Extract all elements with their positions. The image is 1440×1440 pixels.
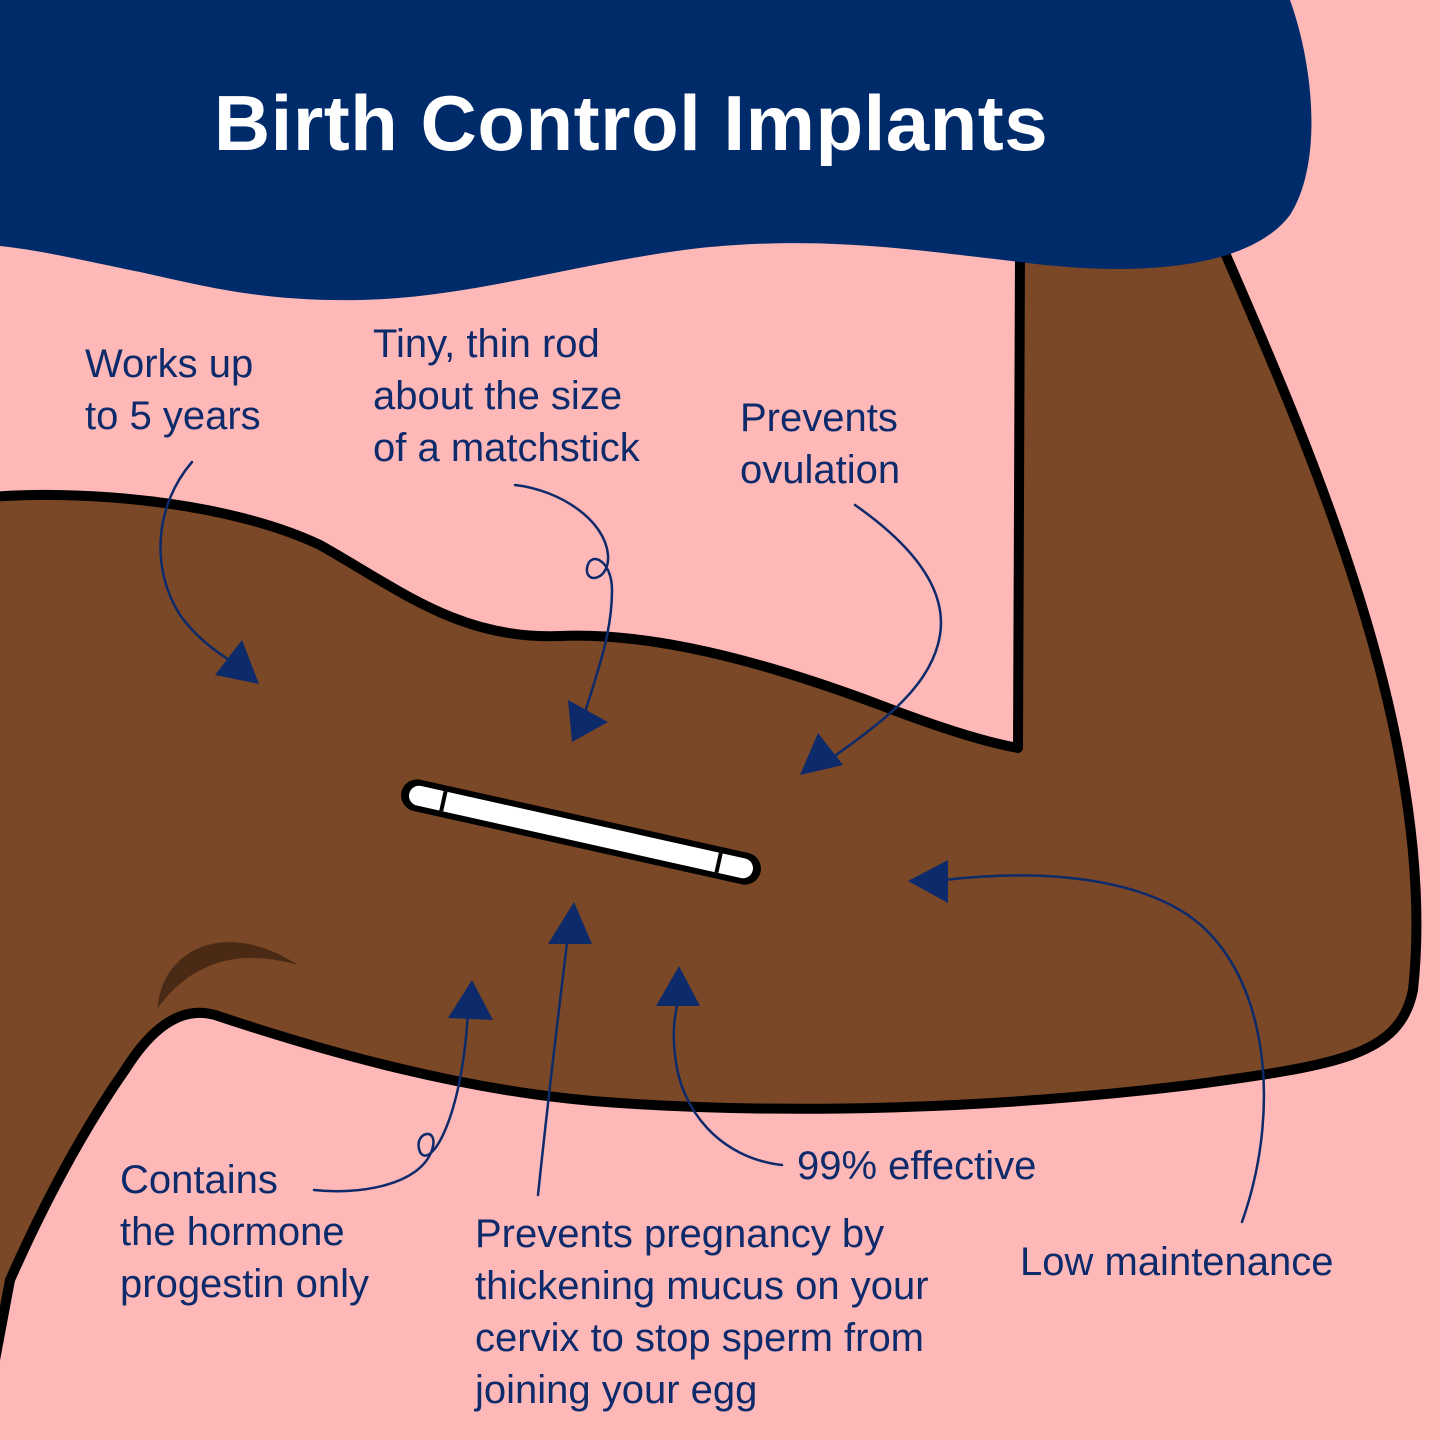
arrow-size-head <box>568 700 608 742</box>
arrow-duration-line <box>159 460 240 667</box>
label-mucus: Prevents pregnancy by thickening mucus o… <box>475 1212 929 1412</box>
page-title: Birth Control Implants <box>213 79 1049 167</box>
label-duration: Works up to 5 years <box>85 342 261 438</box>
title-banner <box>0 0 1312 301</box>
arrow-effectiveness-line <box>672 998 784 1167</box>
arrow-mucus-head <box>548 902 592 944</box>
arrow-ovulation-head <box>800 733 843 775</box>
arrow-mucus-line <box>536 933 570 1197</box>
arrow-maintenance-head <box>908 860 948 903</box>
label-maintenance: Low maintenance <box>1020 1240 1334 1284</box>
arrow-effectiveness-head <box>656 966 700 1006</box>
arrow-ovulation-line <box>830 503 943 760</box>
label-hormone: Contains the hormone progestin only <box>120 1158 370 1306</box>
arrow-hormone-head <box>448 980 493 1020</box>
elbow-crease <box>158 942 298 1008</box>
label-size: Tiny, thin rod about the size of a match… <box>373 322 640 470</box>
arrow-size-line <box>513 483 614 714</box>
label-effectiveness: 99% effective <box>797 1144 1037 1188</box>
arrow-duration-head <box>215 640 259 684</box>
implant-rod <box>401 779 761 885</box>
label-ovulation: Prevents ovulation <box>740 396 901 492</box>
arrow-hormone-line <box>312 1010 470 1193</box>
arrow-maintenance-line <box>943 874 1266 1224</box>
arm-shape <box>0 241 1422 1361</box>
